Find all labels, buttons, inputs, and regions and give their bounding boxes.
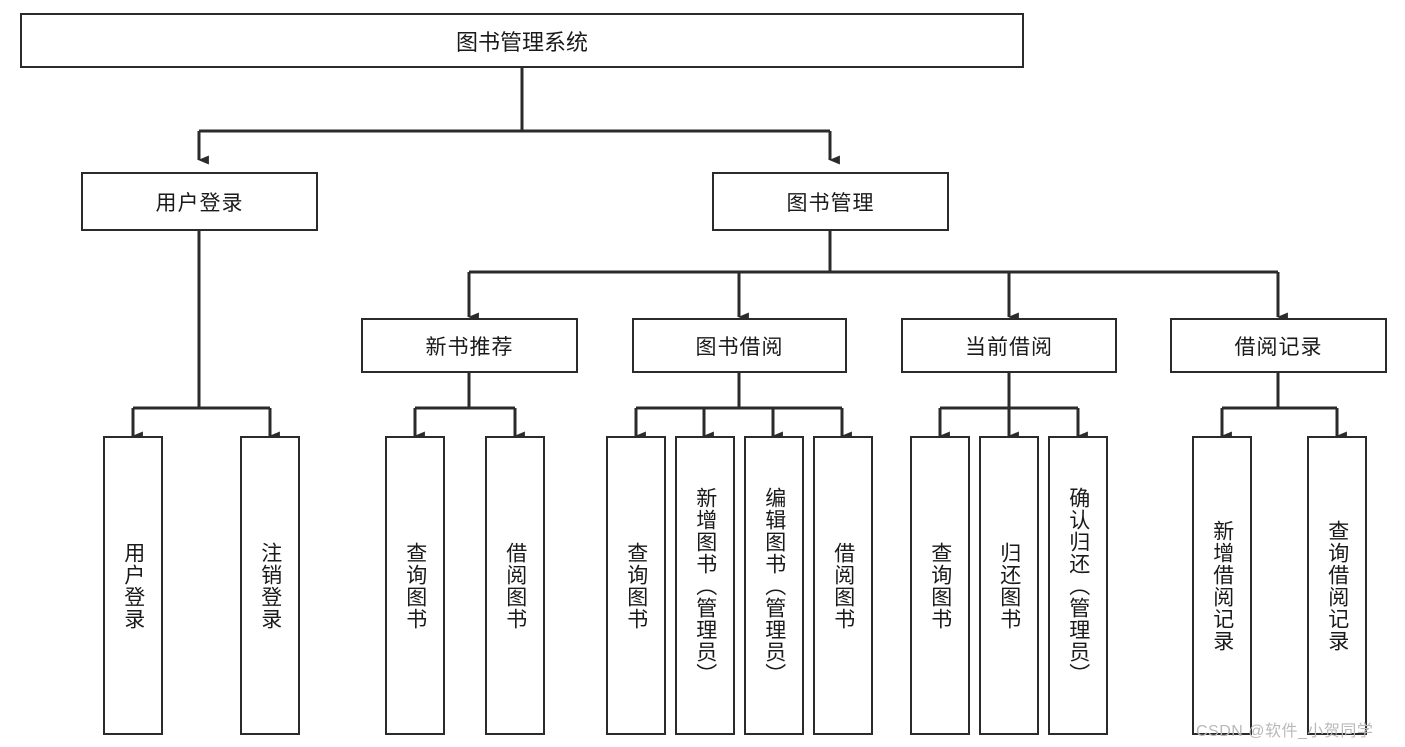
node-label: 用户登录 — [155, 191, 244, 215]
leaf-borrow-add-book-admin[interactable]: 新增图书（管理员） — [675, 436, 735, 735]
node-label: 查询借阅记录 — [1325, 519, 1349, 652]
leaf-user-login-login[interactable]: 用户登录 — [103, 436, 163, 735]
leaf-record-query-record[interactable]: 查询借阅记录 — [1307, 436, 1367, 735]
node-label: 注销登录 — [258, 541, 282, 630]
leaf-recommend-borrow-book[interactable]: 借阅图书 — [485, 436, 545, 735]
leaf-current-confirm-return-admin[interactable]: 确认归还（管理员） — [1048, 436, 1108, 735]
leaf-user-login-logout[interactable]: 注销登录 — [240, 436, 300, 735]
node-label: 归还图书 — [997, 541, 1021, 630]
leaf-borrow-edit-book-admin[interactable]: 编辑图书（管理员） — [744, 436, 804, 735]
node-label: 查询图书 — [403, 541, 427, 630]
node-label: 借阅图书 — [831, 541, 855, 630]
node-book-management[interactable]: 图书管理 — [712, 172, 949, 231]
node-label: 借阅记录 — [1234, 335, 1323, 359]
node-book-borrow[interactable]: 图书借阅 — [632, 318, 847, 373]
node-label: 查询图书 — [624, 541, 648, 630]
leaf-current-query-book[interactable]: 查询图书 — [910, 436, 970, 735]
watermark-text: CSDN @软件_小贺同学 — [1196, 723, 1374, 740]
node-current-borrow[interactable]: 当前借阅 — [901, 318, 1117, 373]
node-label: 新增借阅记录 — [1210, 519, 1234, 652]
leaf-borrow-query-book[interactable]: 查询图书 — [606, 436, 666, 735]
node-label: 借阅图书 — [503, 541, 527, 630]
leaf-borrow-borrow-book[interactable]: 借阅图书 — [813, 436, 873, 735]
leaf-recommend-query-book[interactable]: 查询图书 — [385, 436, 445, 735]
node-borrow-record[interactable]: 借阅记录 — [1170, 318, 1387, 373]
node-label: 确认归还（管理员） — [1066, 486, 1090, 685]
node-label: 查询图书 — [928, 541, 952, 630]
node-label: 新书推荐 — [425, 335, 514, 359]
node-label: 当前借阅 — [965, 335, 1053, 359]
leaf-record-add-record[interactable]: 新增借阅记录 — [1192, 436, 1252, 735]
leaf-current-return-book[interactable]: 归还图书 — [979, 436, 1039, 735]
node-root-system[interactable]: 图书管理系统 — [20, 13, 1024, 68]
node-label: 新增图书（管理员） — [693, 486, 717, 685]
node-label: 图书管理系统 — [455, 29, 588, 55]
node-label: 编辑图书（管理员） — [762, 486, 786, 685]
node-new-book-recommend[interactable]: 新书推荐 — [361, 318, 578, 373]
node-label: 图书借阅 — [695, 335, 784, 359]
node-user-login[interactable]: 用户登录 — [81, 172, 318, 231]
node-label: 图书管理 — [786, 191, 875, 215]
node-label: 用户登录 — [121, 541, 145, 630]
